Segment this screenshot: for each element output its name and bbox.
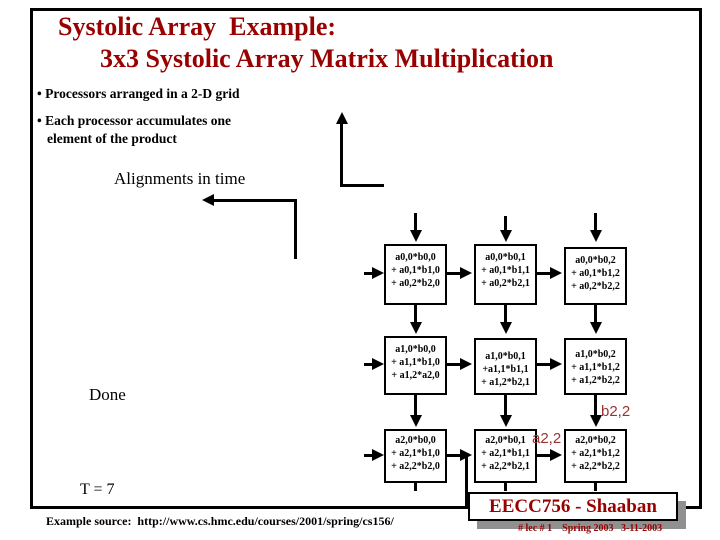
arrow-right-icon (460, 358, 472, 370)
connector-line (594, 483, 597, 491)
connector-line (414, 213, 417, 231)
processor-box-r0c0: a0,0*b0,0 + a0,1*b1,0 + a0,2*b2,0 (384, 244, 447, 305)
processor-box-r0c2: a0,0*b0,2 + a0,1*b1,2 + a0,2*b2,2 (564, 247, 627, 305)
connector-line (414, 395, 417, 416)
box-formula-line: + a0,1*b1,2 (571, 268, 620, 279)
processor-box-r1c2: a1,0*b0,2 + a1,1*b1,2 + a1,2*b2,2 (564, 338, 627, 395)
box-formula-line: a0,0*b0,2 (575, 255, 616, 266)
arrow-right-icon (550, 449, 562, 461)
box-formula-line: + a2,2*b2,2 (571, 461, 620, 472)
connector-line (213, 199, 297, 202)
box-formula-line: a0,0*b0,0 (395, 252, 436, 263)
box-formula-line: + a2,1*b1,2 (571, 448, 620, 459)
arrow-down-icon (410, 230, 422, 242)
arrow-right-icon (460, 267, 472, 279)
box-formula-line: + a2,1*b1,1 (481, 448, 530, 459)
box-formula-line: + a1,1*b1,2 (571, 362, 620, 373)
connector-line (447, 454, 461, 457)
arrow-right-icon (372, 358, 384, 370)
connector-line (414, 305, 417, 323)
box-formula-line: + a2,2*b2,1 (481, 461, 530, 472)
connector-line (364, 454, 373, 457)
box-formula-line: a1,0*b0,1 (485, 351, 526, 362)
connector-line (294, 199, 297, 259)
connector-line (504, 395, 507, 416)
b22-flow-label: b2,2 (601, 403, 631, 420)
processor-box-r2c2: a2,0*b0,2 + a2,1*b1,2 + a2,2*b2,2 (564, 429, 627, 483)
bullet-accumulate-line1: • Each processor accumulates one (37, 113, 231, 128)
slide-border (30, 8, 702, 509)
arrow-down-icon (590, 415, 602, 427)
connector-line (414, 483, 417, 491)
bullet-accumulate-line2: element of the product (47, 131, 177, 146)
bullet-processors-grid: • Processors arranged in a 2-D grid (37, 86, 240, 101)
connector-line (447, 363, 461, 366)
connector-line (537, 363, 551, 366)
connector-line (594, 395, 597, 416)
done-label: Done (89, 385, 126, 404)
arrow-down-icon (410, 415, 422, 427)
box-formula-line: + a1,1*b1,0 (391, 357, 440, 368)
slide-title-line2: 3x3 Systolic Array Matrix Multiplication (100, 44, 554, 73)
connector-line (364, 363, 373, 366)
processor-box-r1c1: a1,0*b0,1 +a1,1*b1,1 + a1,2*b2,1 (474, 338, 537, 395)
connector-line (465, 455, 468, 508)
connector-line (447, 272, 461, 275)
processor-box-r0c1: a0,0*b0,1 + a0,1*b1,1 + a0,2*b2,1 (474, 244, 537, 305)
arrow-down-icon (590, 230, 602, 242)
box-formula-line: + a0,2*b2,0 (391, 278, 440, 289)
arrow-down-icon (500, 415, 512, 427)
box-formula-line: + a0,2*b2,1 (481, 278, 530, 289)
connector-line (364, 272, 373, 275)
box-formula-line: + a1,2*b2,2 (571, 375, 620, 386)
arrow-down-icon (500, 322, 512, 334)
arrow-right-icon (550, 267, 562, 279)
box-formula-line: + a1,2*b2,1 (481, 377, 530, 388)
arrow-down-icon (590, 322, 602, 334)
arrow-right-icon (372, 267, 384, 279)
box-formula-line: + a0,1*b1,1 (481, 265, 530, 276)
arrow-right-icon (372, 449, 384, 461)
box-formula-line: a1,0*b0,2 (575, 349, 616, 360)
connector-line (504, 483, 507, 491)
lecture-date-label: # lec # 1 Spring 2003 3-11-2003 (518, 523, 663, 534)
connector-line (537, 454, 551, 457)
box-formula-line: a2,0*b0,0 (395, 435, 436, 446)
example-source-note: Example source: http://www.cs.hmc.edu/co… (46, 514, 394, 528)
connector-line (340, 184, 384, 187)
connector-line (504, 305, 507, 323)
box-formula-line: + a2,2*b2,0 (391, 461, 440, 472)
box-formula-line: + a0,2*b2,2 (571, 281, 620, 292)
connector-line (537, 272, 551, 275)
course-footer-box: EECC756 - Shaaban (468, 492, 678, 521)
box-formula-line: + a1,2*a2,0 (391, 370, 440, 381)
box-formula-line: a0,0*b0,1 (485, 252, 526, 263)
arrow-left-icon (202, 194, 214, 206)
processor-box-r2c0: a2,0*b0,0 + a2,1*b1,0 + a2,2*b2,0 (384, 429, 447, 483)
processor-box-r1c0: a1,0*b0,0 + a1,1*b1,0 + a1,2*a2,0 (384, 336, 447, 395)
a22-flow-label: a2,2 (532, 430, 562, 447)
box-formula-line: a1,0*b0,0 (395, 344, 436, 355)
arrow-right-icon (550, 358, 562, 370)
time-step-label: T = 7 (80, 481, 115, 498)
processor-box-r2c1: a2,0*b0,1 + a2,1*b1,1 + a2,2*b2,1 (474, 429, 537, 483)
box-formula-line: a2,0*b0,2 (575, 435, 616, 446)
connector-line (594, 213, 597, 231)
alignments-in-time-label: Alignments in time (114, 169, 246, 188)
box-formula-line: +a1,1*b1,1 (482, 364, 529, 375)
connector-line (504, 216, 507, 231)
connector-line (340, 123, 343, 187)
box-formula-line: + a0,1*b1,0 (391, 265, 440, 276)
box-formula-line: + a2,1*b1,0 (391, 448, 440, 459)
arrow-down-icon (500, 230, 512, 242)
slide-title-line1: Systolic Array Example: (58, 12, 337, 41)
box-formula-line: a2,0*b0,1 (485, 435, 526, 446)
connector-line (594, 305, 597, 323)
arrow-up-icon (336, 112, 348, 124)
arrow-down-icon (410, 322, 422, 334)
